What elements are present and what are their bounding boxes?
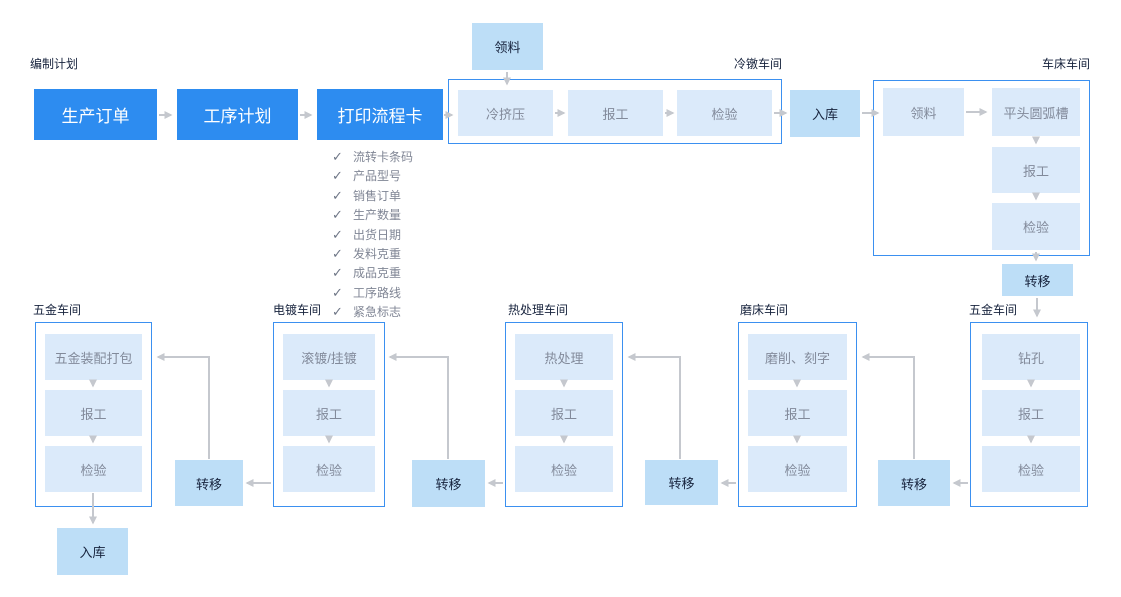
print-card-field-label: 产品型号 xyxy=(353,169,402,183)
print-card-field-row: ✓ 流转卡条码 xyxy=(332,149,413,165)
process-plan-node: 工序计划 xyxy=(177,89,298,140)
workshop-label-grinder: 磨床车间 xyxy=(740,303,789,317)
print-card-field-row: ✓ 紧急标志 xyxy=(332,304,401,320)
print-card-field-row: ✓ 生产数量 xyxy=(332,207,401,223)
step-pick-material: 领料 xyxy=(883,88,964,136)
step-report-work: 报工 xyxy=(748,390,847,436)
plan-label: 编制计划 xyxy=(30,57,79,71)
print-flow-card-node: 打印流程卡 xyxy=(317,89,443,140)
inbound-node-final: 入库 xyxy=(57,528,128,575)
flow-elbow xyxy=(388,353,449,459)
print-card-field-label: 工序路线 xyxy=(353,286,402,300)
check-icon: ✓ xyxy=(332,207,343,222)
print-card-field-row: ✓ 发料克重 xyxy=(332,246,401,262)
check-icon: ✓ xyxy=(332,227,343,242)
check-icon: ✓ xyxy=(332,188,343,203)
flow-elbow xyxy=(627,353,681,459)
step-drilling: 钻孔 xyxy=(982,334,1080,380)
step-inspection: 检验 xyxy=(45,446,142,492)
transfer-node-1: 转移 xyxy=(175,460,243,506)
step-inspection: 检验 xyxy=(982,446,1080,492)
check-icon: ✓ xyxy=(332,246,343,261)
print-card-field-label: 成品克重 xyxy=(353,266,402,280)
step-inspection: 检验 xyxy=(677,90,772,136)
check-icon: ✓ xyxy=(332,265,343,280)
workshop-label-hardware-right: 五金车间 xyxy=(969,303,1018,317)
step-inspection: 检验 xyxy=(515,446,613,492)
print-card-field-label: 生产数量 xyxy=(353,208,402,222)
workshop-label-heat-treatment: 热处理车间 xyxy=(508,303,569,317)
check-icon: ✓ xyxy=(332,168,343,183)
flow-elbow xyxy=(861,353,915,459)
flow-elbow xyxy=(156,353,210,459)
transfer-node-lathe: 转移 xyxy=(1002,264,1073,296)
print-card-field-row: ✓ 产品型号 xyxy=(332,168,401,184)
check-icon: ✓ xyxy=(332,304,343,319)
print-card-field-label: 出货日期 xyxy=(353,228,402,242)
step-report-work: 报工 xyxy=(283,390,375,436)
check-icon: ✓ xyxy=(332,285,343,300)
pick-material-node: 领料 xyxy=(472,23,543,70)
print-card-field-label: 流转卡条码 xyxy=(353,150,414,164)
step-report-work: 报工 xyxy=(45,390,142,436)
print-card-field-row: ✓ 成品克重 xyxy=(332,265,401,281)
step-cold-extrusion: 冷挤压 xyxy=(458,90,553,136)
step-barrel-rack-plating: 滚镀/挂镀 xyxy=(283,334,375,380)
transfer-node-2: 转移 xyxy=(412,460,485,507)
production-order-node: 生产订单 xyxy=(34,89,157,140)
transfer-node-4: 转移 xyxy=(878,460,950,506)
step-inspection: 检验 xyxy=(283,446,375,492)
step-report-work: 报工 xyxy=(568,90,663,136)
step-grinding-engraving: 磨削、刻字 xyxy=(748,334,847,380)
step-hardware-assembly-packing: 五金装配打包 xyxy=(45,334,142,380)
print-card-field-label: 销售订单 xyxy=(353,189,402,203)
check-icon: ✓ xyxy=(332,149,343,164)
workshop-label-cold-heading: 冷镦车间 xyxy=(733,57,782,71)
step-flat-head-arc-groove: 平头圆弧槽 xyxy=(992,88,1080,136)
step-report-work: 报工 xyxy=(992,147,1080,193)
workshop-label-plating: 电镀车间 xyxy=(273,303,322,317)
print-card-field-label: 紧急标志 xyxy=(353,305,402,319)
step-report-work: 报工 xyxy=(515,390,613,436)
inbound-node-top: 入库 xyxy=(790,90,860,137)
print-card-field-row: ✓ 销售订单 xyxy=(332,188,401,204)
workshop-label-hardware-left: 五金车间 xyxy=(33,303,82,317)
step-inspection: 检验 xyxy=(992,203,1080,250)
print-card-field-row: ✓ 出货日期 xyxy=(332,227,401,243)
step-inspection: 检验 xyxy=(748,446,847,492)
print-card-field-row: ✓ 工序路线 xyxy=(332,285,401,301)
transfer-node-3: 转移 xyxy=(645,460,718,505)
step-heat-treatment: 热处理 xyxy=(515,334,613,380)
print-card-field-label: 发料克重 xyxy=(353,247,402,261)
step-report-work: 报工 xyxy=(982,390,1080,436)
workshop-label-lathe: 车床车间 xyxy=(1041,57,1090,71)
